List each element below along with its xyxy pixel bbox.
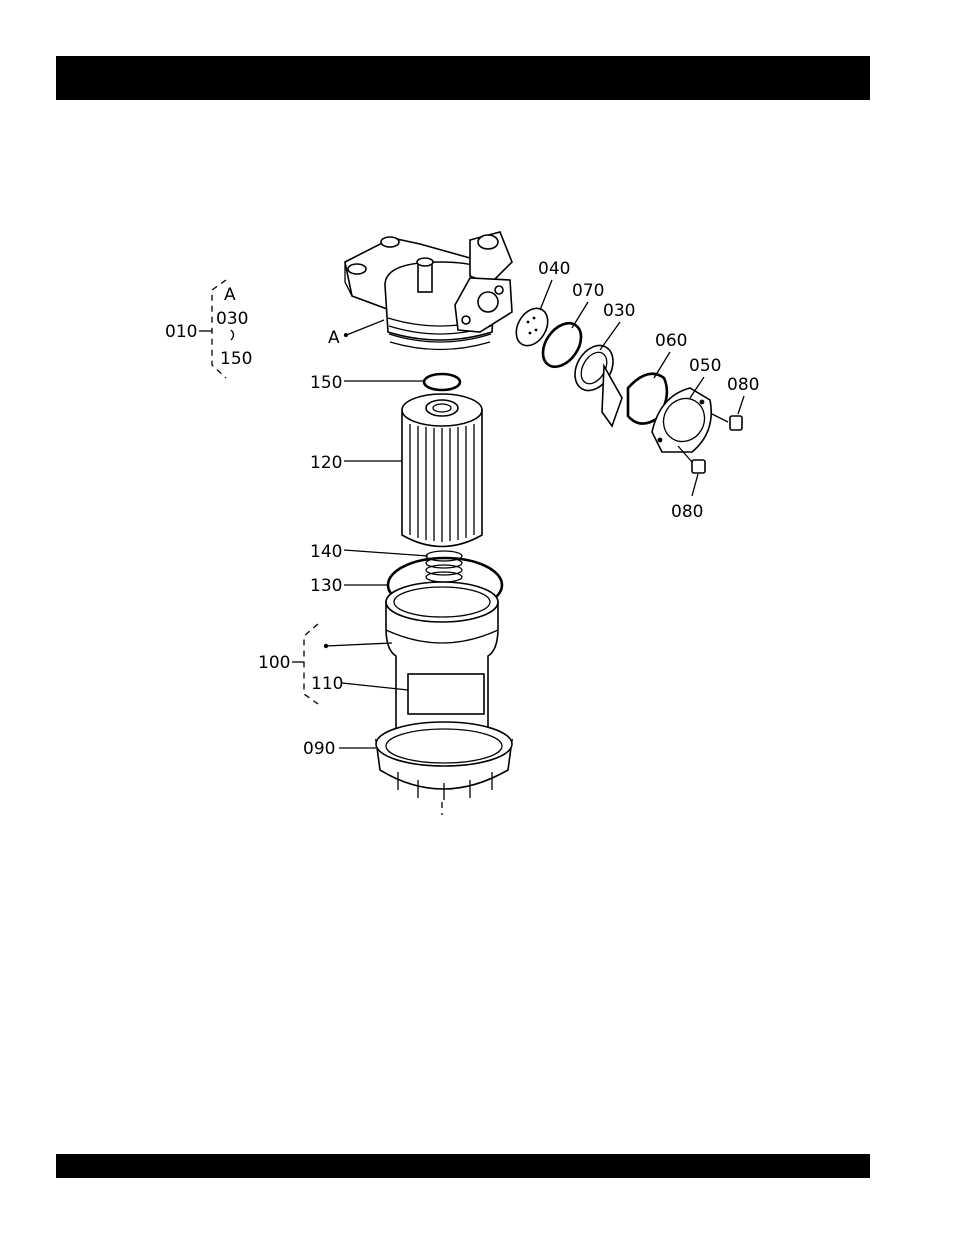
callout-130: 130 bbox=[310, 576, 342, 596]
filter-head bbox=[345, 232, 512, 350]
callout-150-group: 150 bbox=[220, 349, 252, 369]
callout-050: 050 bbox=[689, 356, 721, 376]
callout-080-lower: 080 bbox=[671, 502, 703, 522]
callout-030: 030 bbox=[603, 301, 635, 321]
callout-080-upper: 080 bbox=[727, 375, 759, 395]
group-010-bracket: 010 A 030 150 bbox=[165, 280, 252, 378]
ring-nut-090: 090 bbox=[303, 722, 512, 800]
plate-050: 050 bbox=[652, 356, 721, 452]
callout-150: 150 bbox=[310, 373, 342, 393]
callout-070: 070 bbox=[572, 281, 604, 301]
screw-080-lower: 080 bbox=[671, 446, 705, 522]
callout-090: 090 bbox=[303, 739, 335, 759]
callout-030-group: 030 bbox=[216, 309, 248, 329]
callout-140: 140 bbox=[310, 542, 342, 562]
callout-a-head: A bbox=[328, 328, 340, 348]
callout-110: 110 bbox=[311, 674, 343, 694]
callout-040: 040 bbox=[538, 259, 570, 279]
screw-080-upper: 080 bbox=[712, 375, 759, 430]
callout-060: 060 bbox=[655, 331, 687, 351]
callout-010: 010 bbox=[165, 322, 197, 342]
callout-120: 120 bbox=[310, 453, 342, 473]
filter-cup-100: 100 110 bbox=[258, 582, 498, 738]
filter-element-120: 120 bbox=[310, 394, 482, 547]
callout-100: 100 bbox=[258, 653, 290, 673]
callout-a-group: A bbox=[224, 285, 236, 305]
o-ring-150: 150 bbox=[310, 373, 460, 393]
callout-a-head-group: A bbox=[328, 320, 384, 348]
screen-040: 040 bbox=[510, 259, 571, 351]
